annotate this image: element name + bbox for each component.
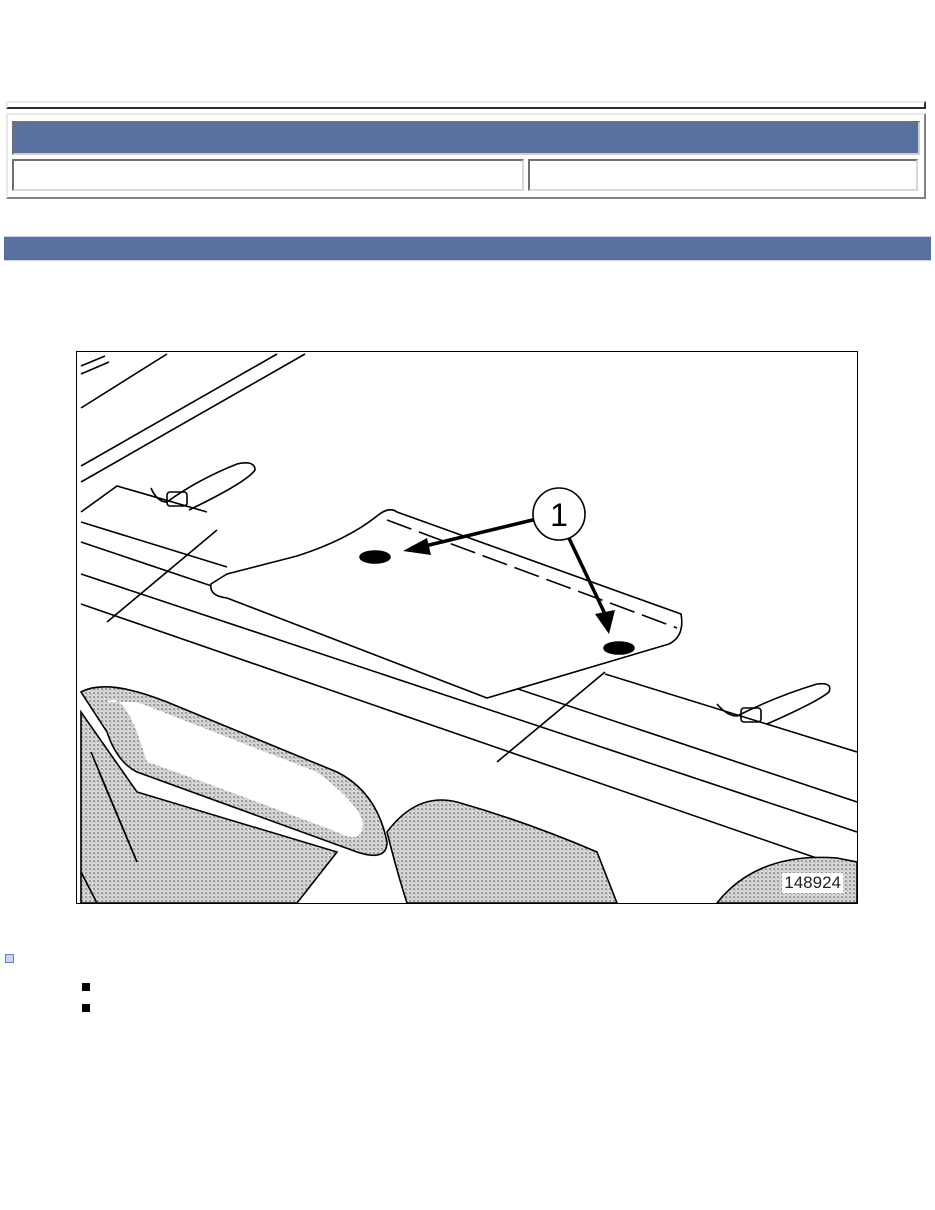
header-title-bar bbox=[12, 121, 920, 155]
technical-illustration: 1 148924 bbox=[76, 351, 858, 904]
section-bullet-icon bbox=[5, 954, 16, 965]
square-bullet-icon bbox=[82, 983, 90, 991]
square-bullet-icon bbox=[82, 1004, 90, 1012]
section-title-bar bbox=[4, 236, 931, 261]
callout-number: 1 bbox=[550, 497, 568, 533]
header-cell-left bbox=[12, 159, 524, 191]
illustration-drawing: 1 bbox=[79, 353, 857, 903]
top-rule-table bbox=[6, 101, 926, 109]
figure-number: 148924 bbox=[782, 873, 843, 893]
header-cell-right bbox=[528, 159, 918, 191]
header-table bbox=[6, 113, 926, 199]
